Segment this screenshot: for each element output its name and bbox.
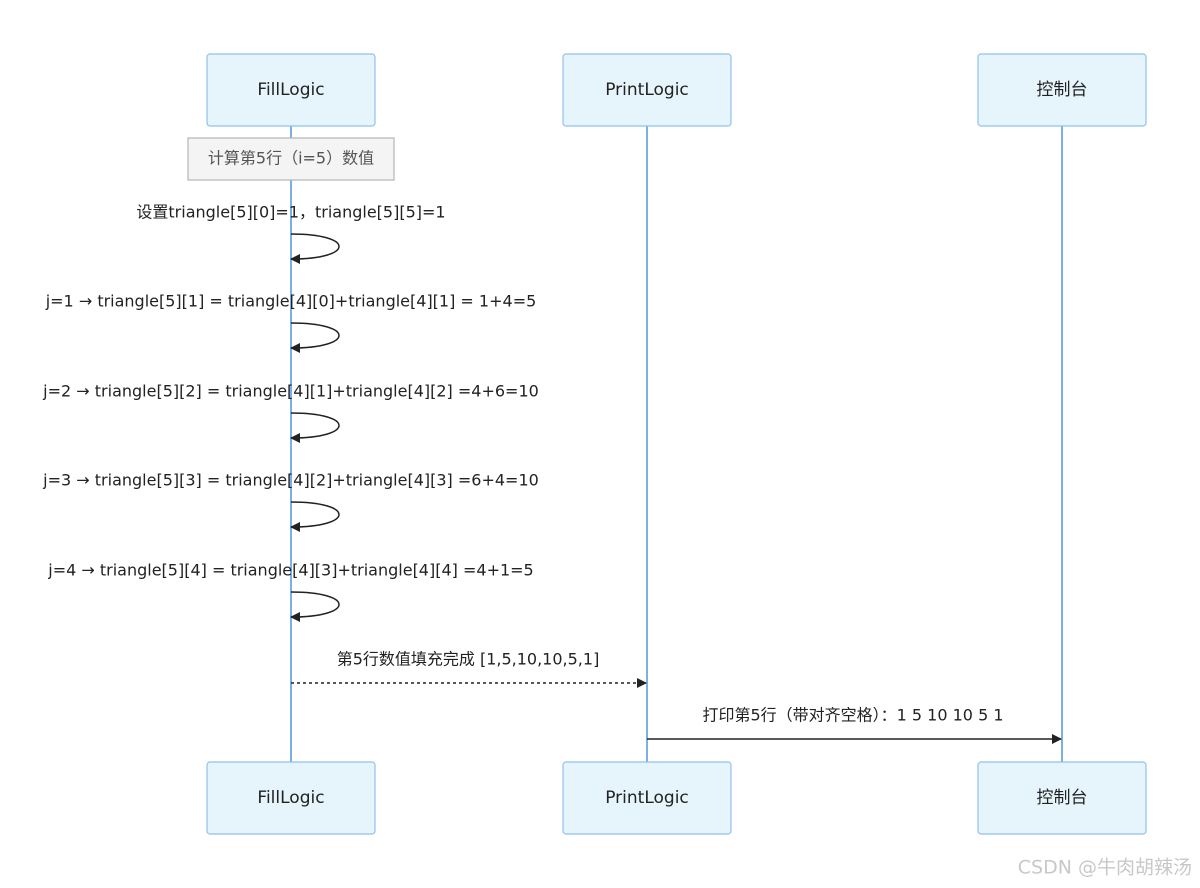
self-message-4: j=3 → triangle[5][3] = triangle[4][2]+tr… [42, 471, 539, 532]
actor-filllogic-bottom: FillLogic [206, 761, 376, 835]
self-message-3: j=2 → triangle[5][2] = triangle[4][1]+tr… [42, 382, 539, 443]
note-text: 计算第5行（i=5）数值 [208, 149, 374, 168]
actor-filllogic-top-label: FillLogic [257, 80, 324, 100]
message-label-7: 打印第5行（带对齐空格）：1 5 10 10 5 1 [702, 706, 1003, 725]
self-arrow-2 [290, 322, 340, 353]
actor-filllogic-top: FillLogic [206, 53, 376, 127]
self-message-1: 设置triangle[5][0]=1，triangle[5][5]=1 [136, 203, 446, 264]
self-arrow-4 [290, 501, 340, 532]
actor-console-bottom: 控制台 [977, 761, 1147, 835]
self-message-5: j=4 → triangle[5][4] = triangle[4][3]+tr… [47, 561, 534, 622]
message-print-to-console: 打印第5行（带对齐空格）：1 5 10 10 5 1 [647, 706, 1062, 744]
self-message-2: j=1 → triangle[5][1] = triangle[4][0]+tr… [45, 292, 537, 353]
actor-printlogic-bottom-label: PrintLogic [605, 788, 689, 808]
self-arrow-1 [290, 233, 340, 264]
message-label-3: j=2 → triangle[5][2] = triangle[4][1]+tr… [42, 382, 539, 401]
actor-printlogic-top-label: PrintLogic [605, 80, 689, 100]
actor-console-bottom-label: 控制台 [1037, 788, 1088, 808]
watermark: CSDN @牛肉胡辣汤 [1018, 857, 1192, 879]
actor-printlogic-bottom: PrintLogic [562, 761, 732, 835]
message-label-2: j=1 → triangle[5][1] = triangle[4][0]+tr… [45, 292, 537, 311]
actor-filllogic-bottom-label: FillLogic [257, 788, 324, 808]
actor-printlogic-top: PrintLogic [562, 53, 732, 127]
note-compute-row5: 计算第5行（i=5）数值 [187, 137, 395, 181]
self-arrow-5 [290, 591, 340, 622]
message-label-4: j=3 → triangle[5][3] = triangle[4][2]+tr… [42, 471, 539, 490]
actor-console-top-label: 控制台 [1037, 80, 1088, 100]
self-arrow-3 [290, 412, 340, 443]
message-label-6: 第5行数值填充完成 [1,5,10,10,5,1] [337, 650, 600, 669]
message-fill-to-print: 第5行数值填充完成 [1,5,10,10,5,1] [291, 650, 647, 688]
actor-console-top: 控制台 [977, 53, 1147, 127]
message-label-1: 设置triangle[5][0]=1，triangle[5][5]=1 [136, 203, 445, 222]
message-label-5: j=4 → triangle[5][4] = triangle[4][3]+tr… [47, 561, 533, 580]
